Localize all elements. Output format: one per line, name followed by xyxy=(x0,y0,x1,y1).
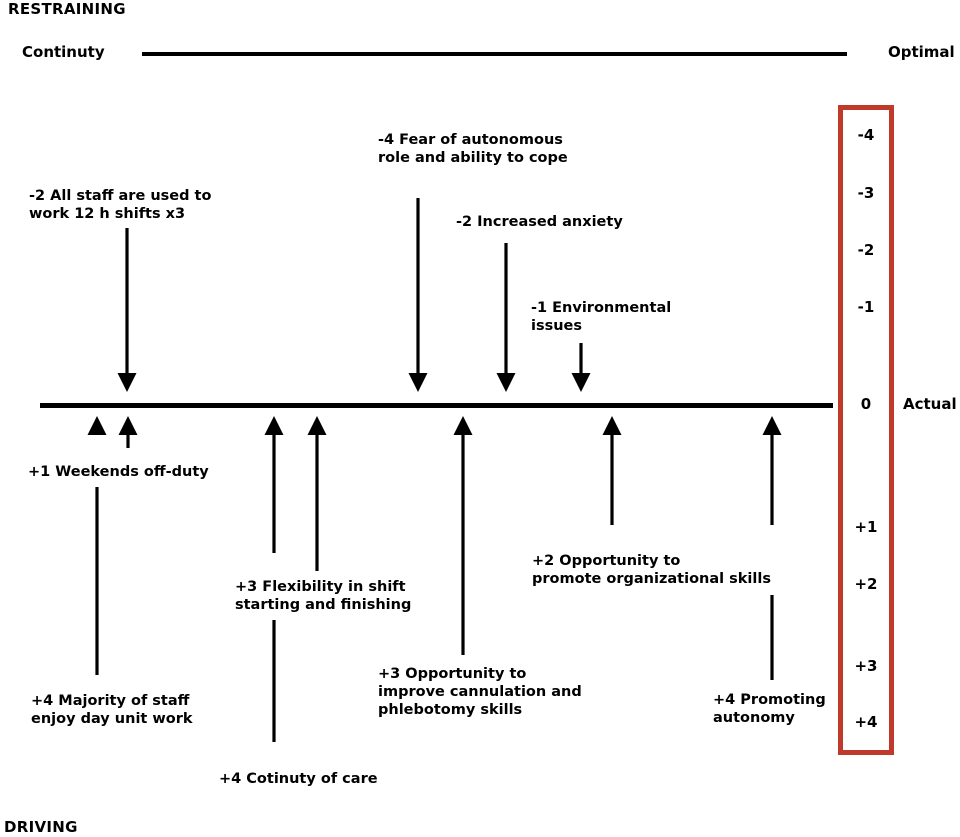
restraining-heading: RESTRAINING xyxy=(8,0,126,18)
driving-promoting-autonomy-arrow-head xyxy=(762,416,782,435)
scale-tick-minus2: -2 xyxy=(857,241,875,259)
driving-flexibility-shift-times-arrow-head xyxy=(307,416,327,435)
driving-promoting-autonomy: +4 Promoting autonomy xyxy=(713,692,826,726)
actual-axis-label: Actual xyxy=(903,395,957,413)
actual-baseline-axis xyxy=(40,403,833,408)
restraining-increased-anxiety: -2 Increased anxiety xyxy=(456,214,623,230)
driving-weekends-off-duty-arrow-head xyxy=(118,416,138,435)
driving-weekends-off-duty: +1 Weekends off-duty xyxy=(28,464,209,480)
driving-heading: DRIVING xyxy=(4,818,78,836)
scale-tick-plus3: +3 xyxy=(854,657,878,675)
continuity-axis-label: Continuty xyxy=(22,43,105,61)
scale-tick-0: 0 xyxy=(860,395,872,413)
driving-continuity-of-care: +4 Cotinuty of care xyxy=(219,771,378,787)
driving-majority-staff-enjoy-day-unit-arrow-head xyxy=(87,416,107,435)
driving-continuity-of-care-arrow-head xyxy=(264,416,284,435)
restraining-all-staff-12h-shifts-arrow-head xyxy=(117,373,137,392)
restraining-environmental-issues-arrow-head xyxy=(571,373,591,392)
optimal-axis-label: Optimal xyxy=(888,43,955,61)
driving-promote-organizational-skills: +2 Opportunity to promote organizational… xyxy=(532,553,771,587)
driving-improve-cannulation-phlebotomy: +3 Opportunity to improve cannulation an… xyxy=(378,666,582,718)
restraining-all-staff-12h-shifts: -2 All staff are used to work 12 h shift… xyxy=(29,188,212,222)
scale-tick-plus2: +2 xyxy=(854,575,878,593)
driving-promote-organizational-skills-arrow-head xyxy=(602,416,622,435)
score-scale-box xyxy=(838,105,894,755)
scale-tick-plus4: +4 xyxy=(854,713,878,731)
restraining-fear-autonomous-role-arrow-head xyxy=(408,373,428,392)
driving-flexibility-shift-times: +3 Flexibility in shift starting and fin… xyxy=(235,579,412,613)
optimal-reference-line xyxy=(142,52,847,56)
scale-tick-minus4: -4 xyxy=(857,126,875,144)
driving-improve-cannulation-phlebotomy-arrow-head xyxy=(453,416,473,435)
scale-tick-minus3: -3 xyxy=(857,184,875,202)
scale-tick-plus1: +1 xyxy=(854,518,878,536)
driving-majority-staff-enjoy-day-unit: +4 Majority of staff enjoy day unit work xyxy=(31,693,193,727)
restraining-environmental-issues: -1 Environmental issues xyxy=(531,300,672,334)
restraining-increased-anxiety-arrow-head xyxy=(496,373,516,392)
restraining-fear-autonomous-role: -4 Fear of autonomous role and ability t… xyxy=(378,132,568,166)
scale-tick-minus1: -1 xyxy=(857,298,875,316)
